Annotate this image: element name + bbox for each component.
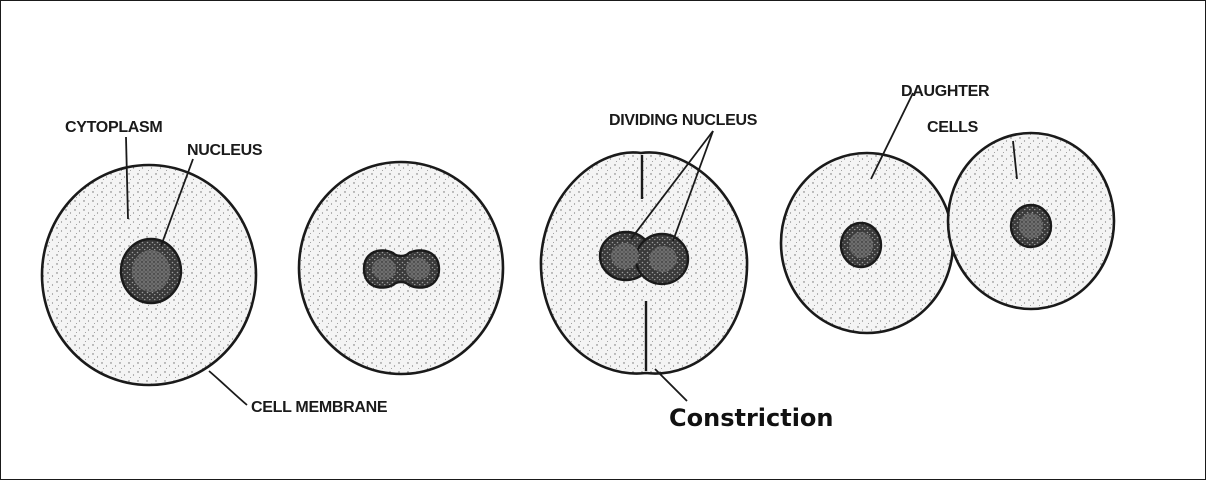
daughter-cell-left xyxy=(779,151,955,335)
dividing-nucleus-leader-left xyxy=(630,130,714,240)
label-constriction: Constriction xyxy=(669,404,834,432)
daughter-cell-right xyxy=(946,131,1116,311)
nucleus-leader xyxy=(160,158,194,247)
leader-lines xyxy=(125,92,1018,406)
daughter-left-leader xyxy=(870,92,914,180)
label-cell-membrane: CELL MEMBRANE xyxy=(251,399,388,416)
label-daughter: DAUGHTER xyxy=(901,83,990,100)
label-nucleus: NUCLEUS xyxy=(187,142,263,159)
cytoplasm-leader xyxy=(125,136,129,220)
cell-1 xyxy=(40,163,258,387)
dividing-nucleus-leader-right xyxy=(672,130,714,242)
label-cells: CELLS xyxy=(927,119,979,136)
label-cytoplasm: CYTOPLASM xyxy=(65,119,162,136)
label-dividing-nucleus: DIVIDING NUCLEUS xyxy=(609,112,758,129)
constriction-leader xyxy=(654,368,688,402)
cell-membrane-leader xyxy=(208,370,248,406)
cell-3 xyxy=(539,151,749,375)
daughter-right-leader xyxy=(1012,140,1018,180)
cell-2 xyxy=(297,160,505,376)
